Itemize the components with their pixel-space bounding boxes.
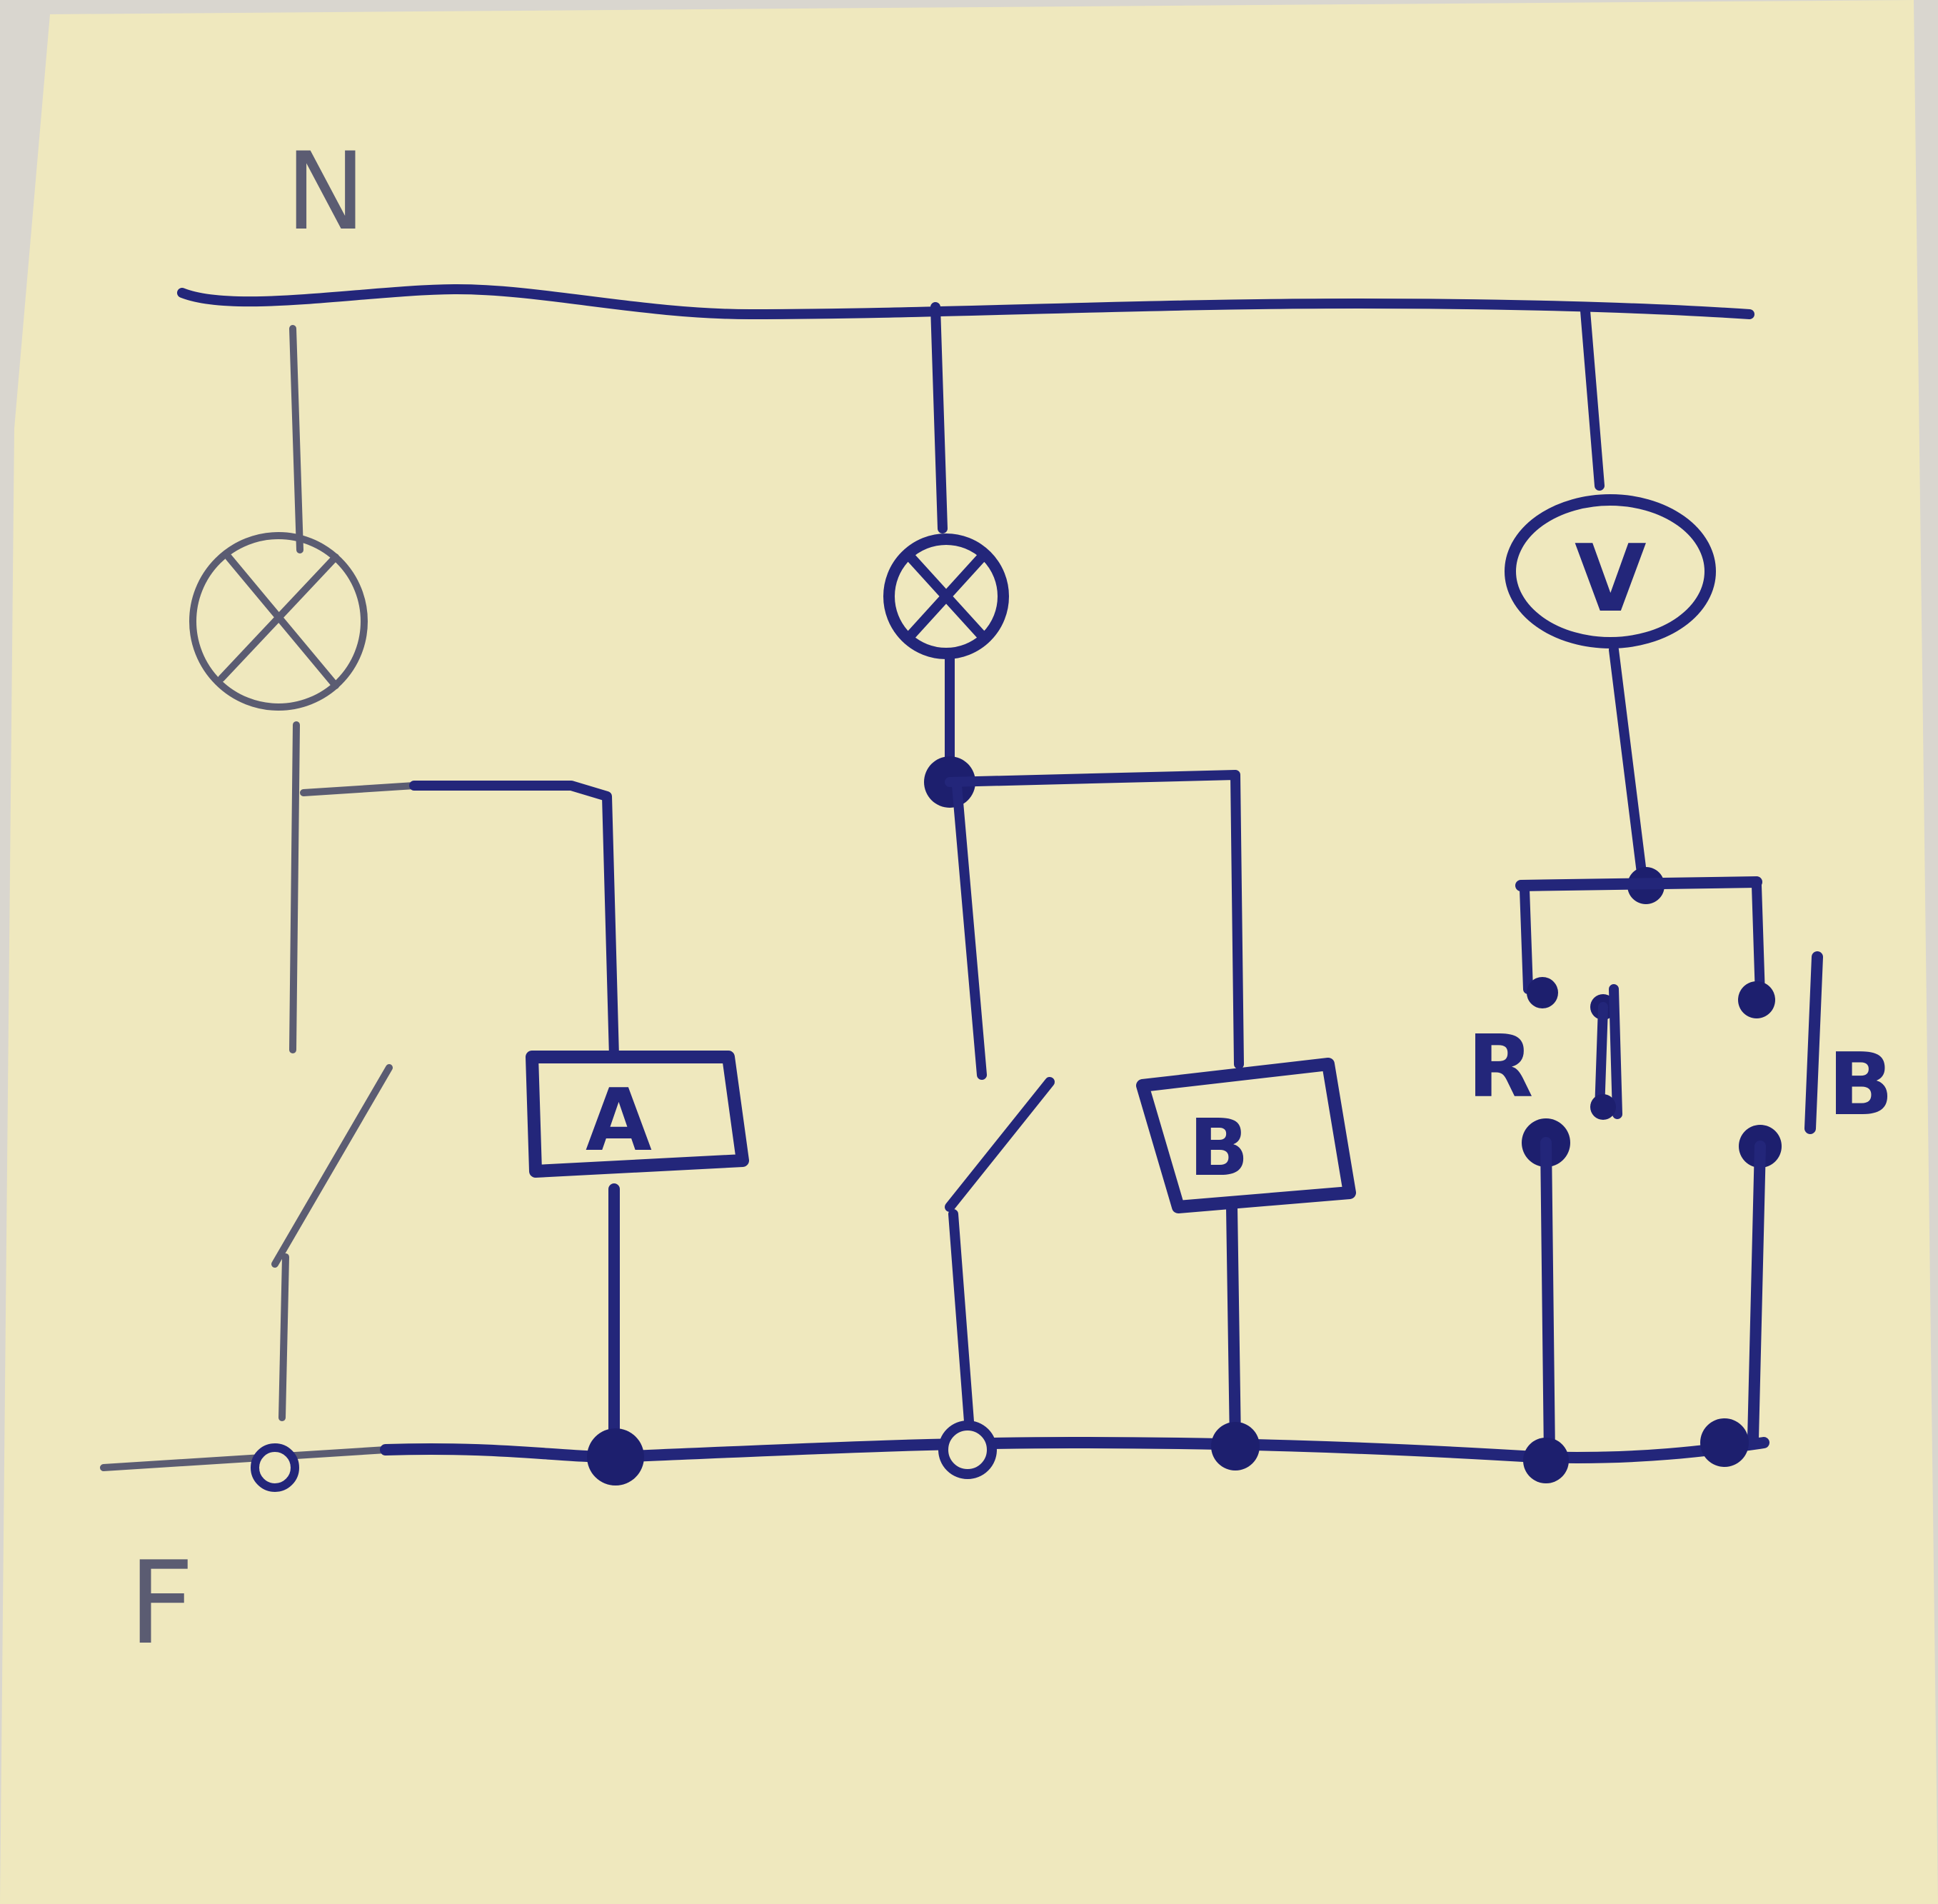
branch-2 xyxy=(883,302,1244,1479)
switch-1-icon xyxy=(271,1064,393,1421)
contact-b-label: B xyxy=(1828,1036,1893,1135)
branch-1 xyxy=(189,325,619,1492)
neutral-label: N xyxy=(286,130,366,254)
junction-5 xyxy=(1211,1422,1260,1470)
contact-r-label: R xyxy=(1467,1018,1533,1117)
lamp-1-icon xyxy=(189,532,368,711)
switch-2-icon xyxy=(945,1077,1055,1455)
relay-a-coil: A xyxy=(526,1051,749,1485)
junction-7 xyxy=(1523,1438,1569,1483)
phase-label: F xyxy=(129,1536,194,1670)
contact-r: R xyxy=(1467,977,1622,1483)
phase-rail xyxy=(380,1437,1769,1463)
junction-2 xyxy=(587,1428,644,1485)
junction-1 xyxy=(251,1443,299,1492)
branch-3: V R B xyxy=(1467,306,1893,1483)
relay-b-coil: B xyxy=(1136,1058,1356,1470)
voltmeter-label: V xyxy=(1575,524,1647,633)
voltmeter-icon: V xyxy=(1505,494,1716,648)
neutral-rail xyxy=(177,284,1754,319)
junction-8 xyxy=(1700,1418,1749,1467)
lamp-2-icon xyxy=(883,533,1009,659)
junction-4 xyxy=(938,1421,997,1479)
contact-b: B xyxy=(1700,951,1893,1467)
relay-a-label: A xyxy=(586,1071,652,1171)
phase-rail-pencil xyxy=(100,1446,389,1471)
relay-b-label: B xyxy=(1189,1102,1249,1193)
